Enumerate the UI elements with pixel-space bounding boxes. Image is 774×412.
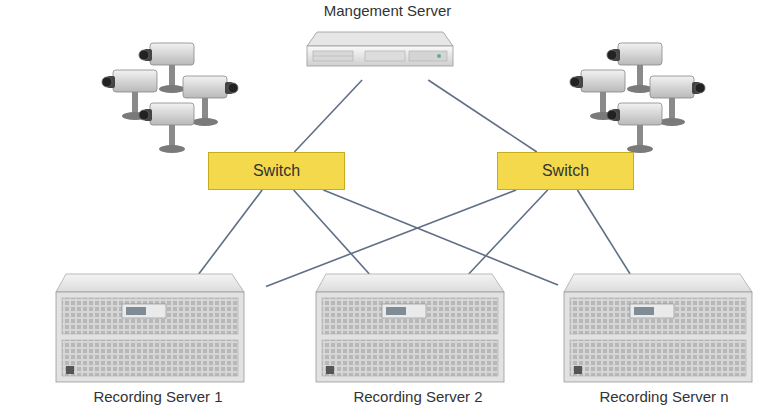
network-link xyxy=(428,80,537,152)
network-link xyxy=(323,190,558,285)
management-server: Mangement Server xyxy=(297,2,478,84)
server-label: Mangement Server xyxy=(297,2,478,19)
switch-box: Switch xyxy=(497,152,634,190)
network-link xyxy=(199,190,262,274)
network-link xyxy=(469,190,548,274)
camera-group-left xyxy=(102,43,238,153)
camera-group-right xyxy=(570,43,705,153)
switch-label: Switch xyxy=(542,162,589,180)
server-illustration xyxy=(312,252,506,384)
server-label: Recording Server 2 xyxy=(310,388,526,405)
switch-label: Switch xyxy=(253,162,300,180)
recording-server: Recording Server n xyxy=(558,252,770,410)
recording-server: Recording Server 1 xyxy=(50,252,266,410)
server-label: Recording Server 1 xyxy=(50,388,266,405)
network-link xyxy=(266,190,516,286)
server-illustration xyxy=(305,24,455,82)
recording-server: Recording Server 2 xyxy=(310,252,526,410)
server-label: Recording Server n xyxy=(558,388,770,405)
switch-box: Switch xyxy=(208,152,345,190)
network-link xyxy=(294,80,362,152)
server-illustration xyxy=(52,252,246,384)
network-link xyxy=(577,190,630,274)
server-illustration xyxy=(560,252,754,384)
